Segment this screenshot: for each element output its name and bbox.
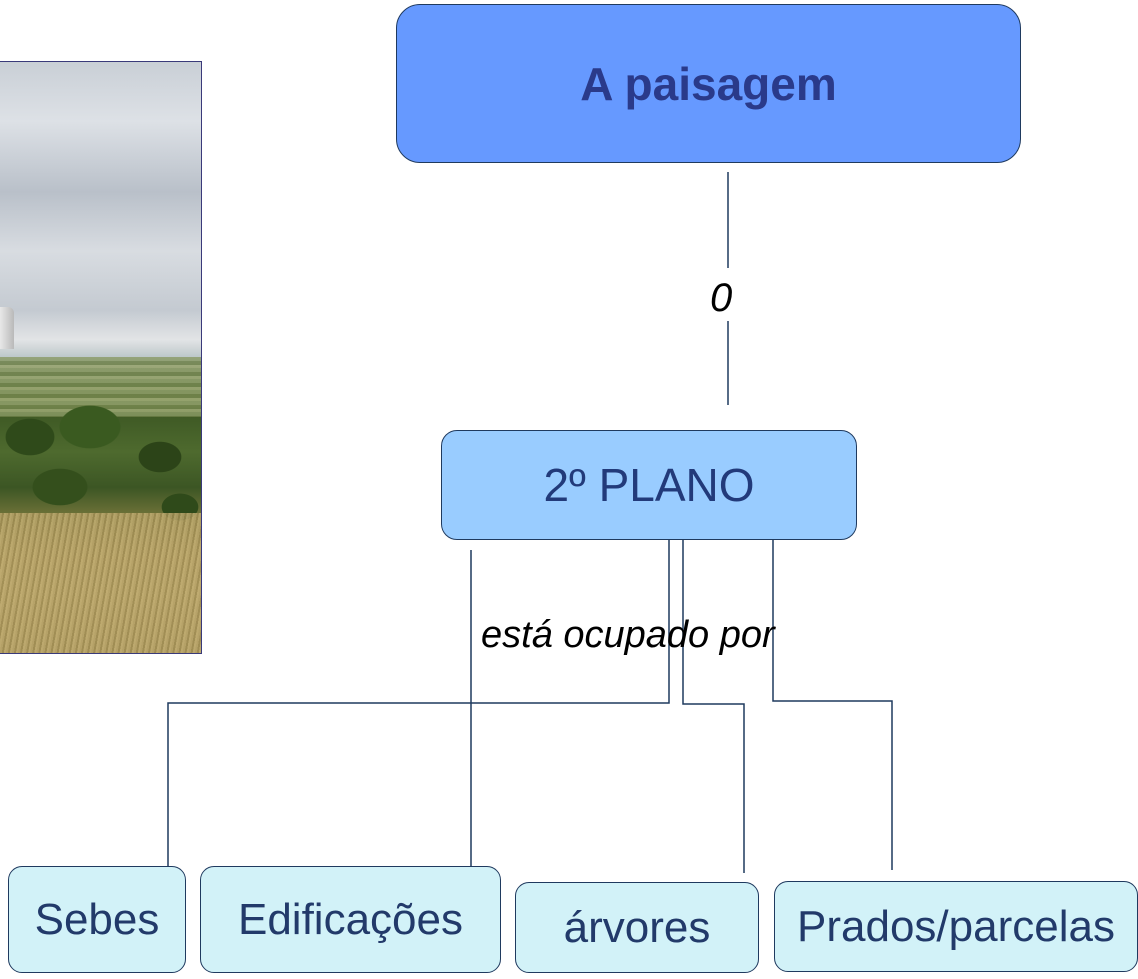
- node-prados-parcelas-label: Prados/parcelas: [797, 901, 1115, 951]
- node-sebes-label: Sebes: [34, 894, 160, 944]
- node-sebes: Sebes: [8, 866, 186, 973]
- node-2o-plano: 2º PLANO: [441, 430, 857, 540]
- node-a-paisagem: A paisagem: [396, 4, 1021, 163]
- link-label-zero: 0: [710, 276, 733, 320]
- node-2o-plano-label: 2º PLANO: [543, 459, 755, 511]
- node-edificacoes-label: Edificações: [237, 894, 463, 944]
- node-arvores-label: árvores: [563, 902, 711, 952]
- node-prados-parcelas: Prados/parcelas: [774, 881, 1138, 972]
- node-a-paisagem-label: A paisagem: [580, 57, 837, 110]
- connector-arvores: [682, 536, 745, 873]
- photo-trees: [0, 387, 201, 527]
- connector-sebes: [167, 536, 670, 866]
- connector-prados: [772, 536, 893, 870]
- photo-cooling-tower: [0, 307, 14, 349]
- node-arvores: árvores: [515, 882, 759, 973]
- landscape-photo: [0, 61, 202, 654]
- photo-grass: [0, 513, 201, 653]
- node-edificacoes: Edificações: [200, 866, 501, 973]
- link-label-esta-ocupado-por: está ocupado por: [481, 614, 775, 656]
